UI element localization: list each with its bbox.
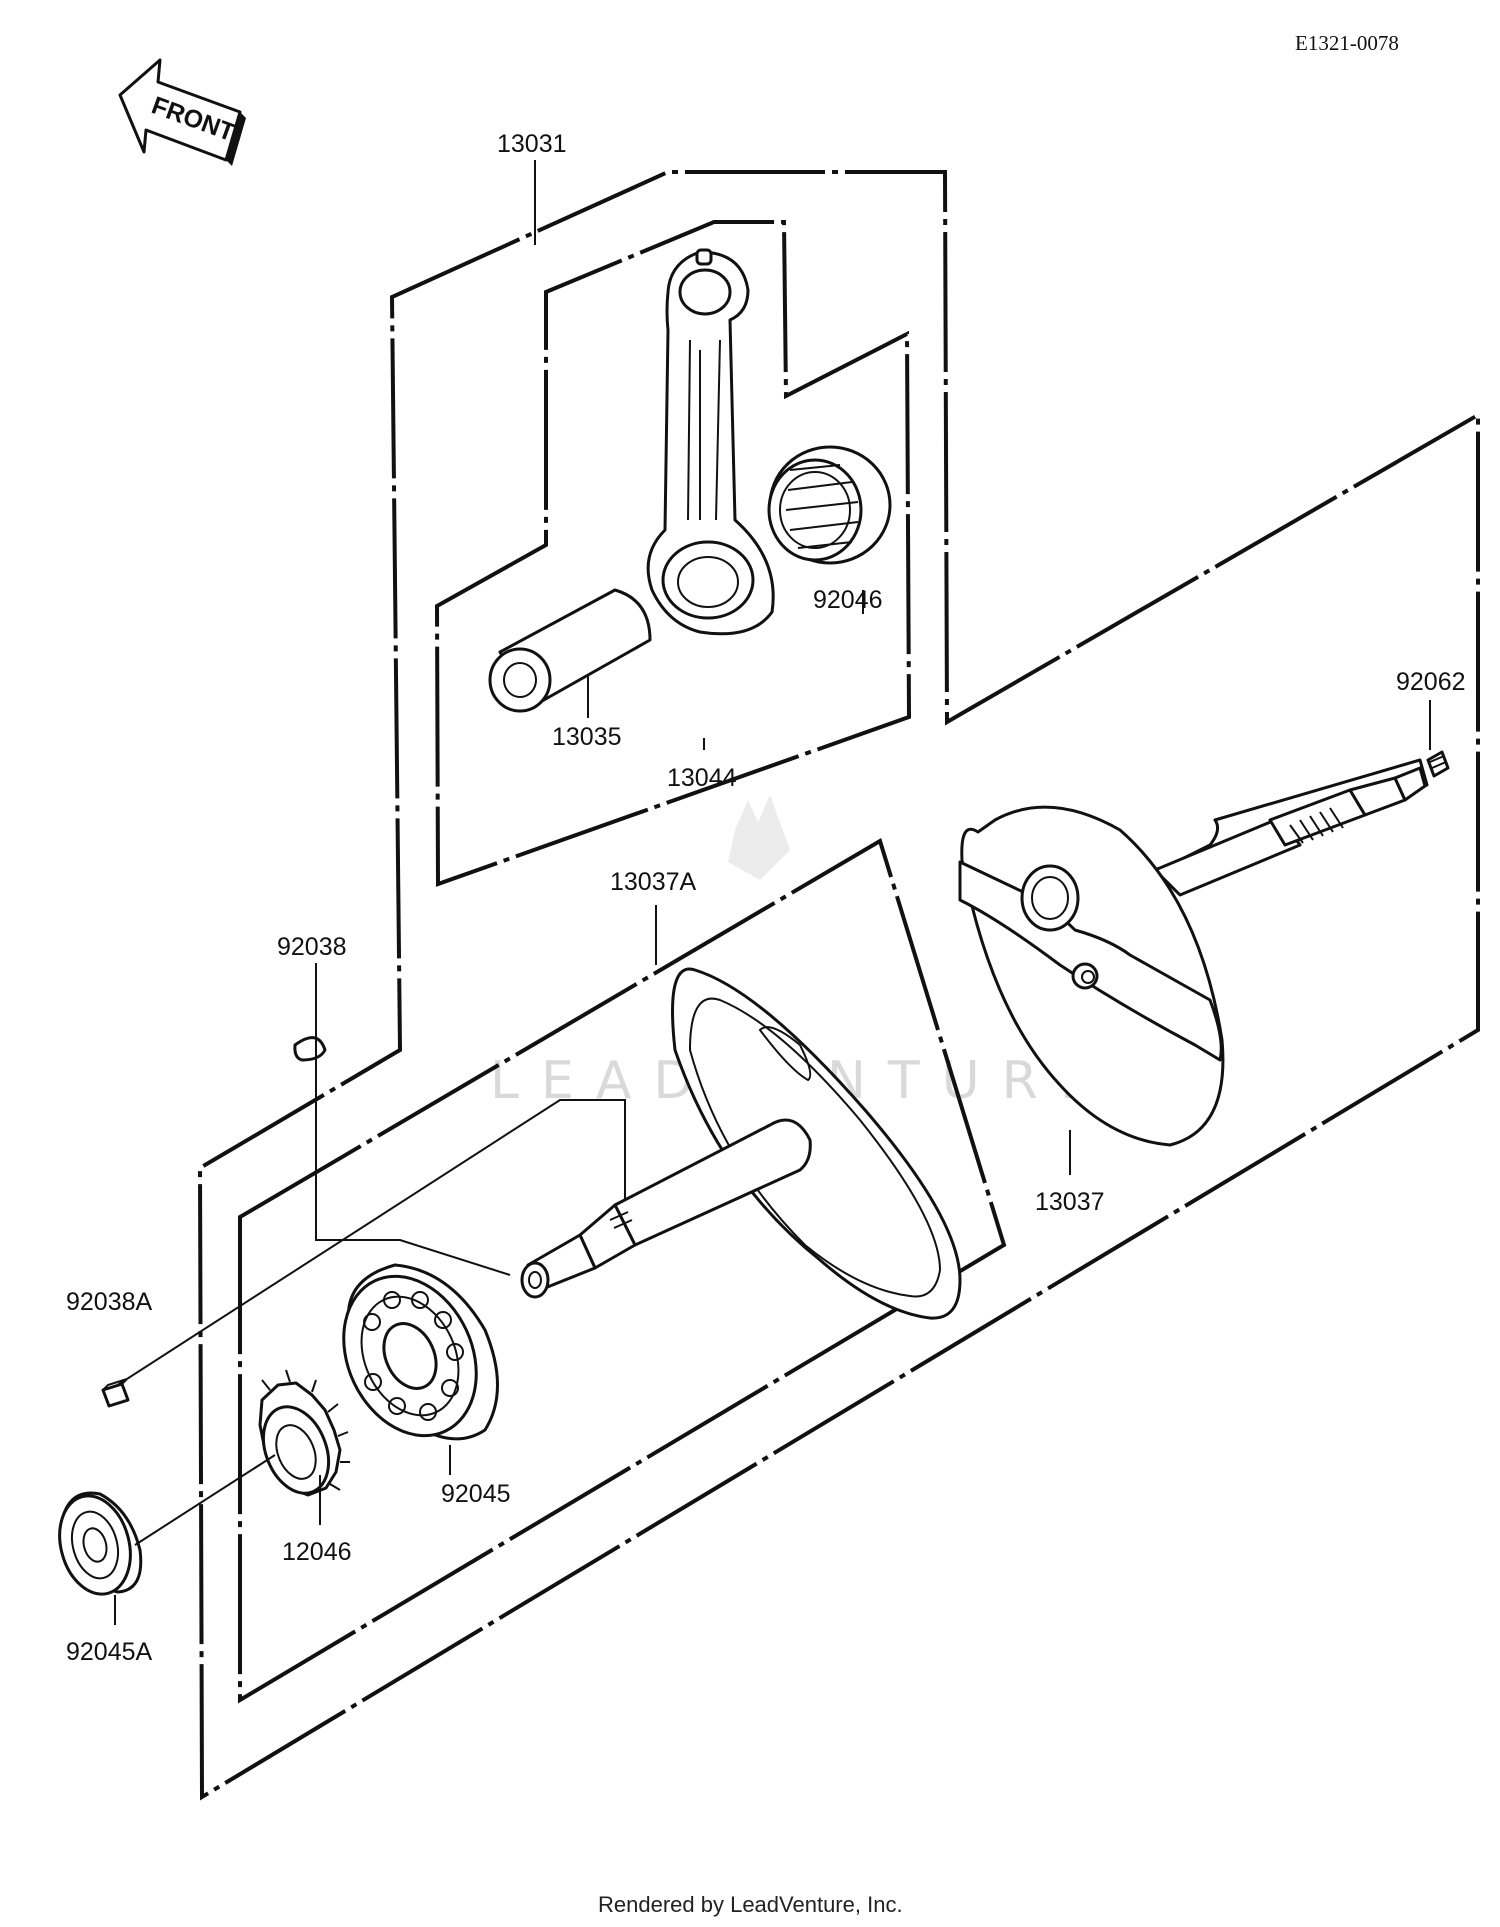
label-12046: 12046 [282, 1538, 352, 1566]
footer-credit: Rendered by LeadVenture, Inc. [598, 1892, 903, 1917]
label-92038A: 92038A [66, 1288, 153, 1316]
key-92038A [101, 1378, 130, 1408]
frame-13044 [434, 220, 912, 887]
label-92038: 92038 [277, 933, 347, 961]
needle-bearing-92046 [767, 445, 892, 565]
label-92046: 92046 [813, 586, 883, 614]
front-arrow: FRONT [118, 58, 246, 166]
label-13044: 13044 [667, 764, 737, 792]
reference-code: E1321-0078 [1295, 31, 1399, 55]
crankshaft-right-13037 [958, 758, 1429, 1147]
frame-13037A [238, 837, 1007, 1704]
label-13031: 13031 [497, 130, 567, 158]
leader-lines [114, 160, 1431, 1625]
woodruff-key-92038 [293, 1036, 327, 1062]
label-13035: 13035 [552, 723, 622, 751]
part-labels: 13031 92046 13035 13044 92062 13037A 920… [66, 130, 1466, 1666]
cap-92062 [1426, 750, 1450, 778]
label-92062: 92062 [1396, 668, 1466, 696]
frame-13031 [197, 170, 1480, 1801]
label-92045A: 92045A [66, 1638, 153, 1666]
label-13037A: 13037A [610, 868, 697, 896]
label-13037: 13037 [1035, 1188, 1105, 1216]
ball-bearing-92045A [58, 1491, 143, 1596]
crankshaft-left-13037A [520, 967, 962, 1320]
gear-12046 [258, 1369, 350, 1497]
connecting-rod [646, 248, 775, 636]
label-92045: 92045 [441, 1480, 511, 1508]
crank-pin-13035 [488, 588, 652, 713]
ball-bearing-92045 [342, 1263, 499, 1441]
